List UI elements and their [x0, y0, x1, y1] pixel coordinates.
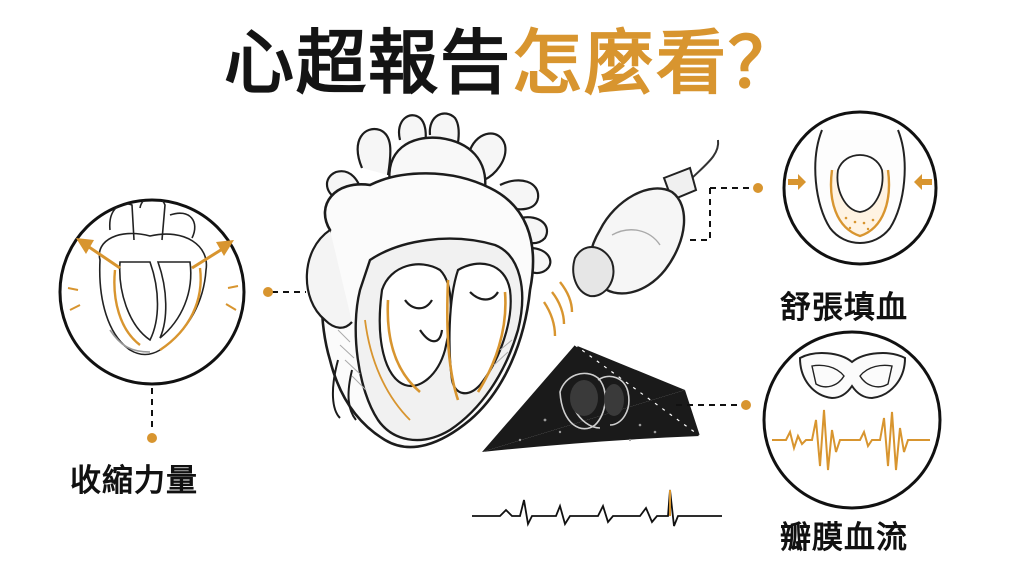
small-heart-icon	[98, 200, 208, 356]
label-contraction: 收縮力量	[70, 463, 198, 499]
sound-waves	[543, 281, 574, 337]
doppler-waveform-icon	[772, 409, 930, 471]
title-part-1: 心超報告	[224, 22, 512, 104]
valve-icon	[798, 352, 907, 400]
page-title: 心超報告怎麼看？	[0, 18, 1024, 108]
motion-ticks	[67, 285, 239, 311]
label-valve-flow: 瓣膜血流	[780, 520, 908, 556]
title-part-2: 怎麼看？	[512, 22, 800, 104]
ecg-trace-icon	[472, 489, 722, 527]
contraction-panel	[58, 198, 306, 443]
valve-panel	[676, 330, 942, 510]
diastolic-panel	[690, 110, 938, 266]
contraction-arrows	[76, 238, 234, 270]
label-diastolic-filling: 舒張填血	[780, 290, 908, 326]
squeeze-arrows	[788, 174, 932, 190]
echo-image	[482, 344, 701, 452]
heart-illustration	[305, 112, 552, 449]
ventricle-filling-icon	[814, 129, 906, 244]
ultrasound-probe-icon	[572, 139, 720, 298]
